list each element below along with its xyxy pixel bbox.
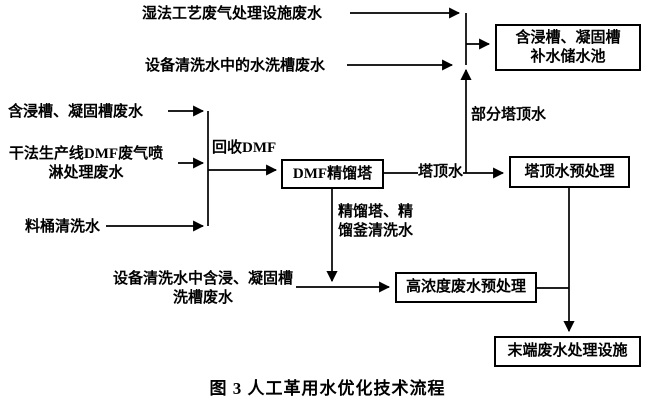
source-wet-process-label: 湿法工艺废气处理设施废水 — [142, 6, 323, 22]
edge-label-tower-water: 塔顶水 — [418, 163, 464, 182]
source-impregnation-label: 含浸槽、凝固槽废水 — [8, 104, 144, 120]
edge-label-recycle-dmf: 回收DMF — [212, 140, 277, 156]
node-tower-water-pretreatment: 塔顶水预处理 — [509, 156, 630, 188]
figure-caption: 图 3 人工革用水优化技术流程 — [209, 379, 446, 398]
node-end-treatment: 末端废水处理设施 — [494, 336, 641, 367]
node-reservoir: 含浸槽、凝固槽 补水储水池 — [495, 24, 641, 71]
node-dmf-tower-label: DMF精馏塔 — [292, 165, 373, 182]
node-tower-water-pretreatment-label: 塔顶水预处理 — [524, 163, 615, 180]
node-end-treatment-label: 末端废水处理设施 — [507, 343, 628, 359]
edge-label-partial-tower-water: 部分塔顶水 — [471, 107, 547, 123]
source-dry-line-dmf-label: 干法生产线DMF废气喷 淋处理废水 — [8, 146, 164, 181]
source-equip-wash-tank-label: 设备清洗水中含浸、凝固槽 洗槽废水 — [112, 271, 293, 306]
source-barrel-wash-label: 料桶清洗水 — [25, 219, 101, 235]
edge-label-distill-wash: 精馏塔、精 馏釜清洗水 — [338, 204, 414, 239]
node-reservoir-label: 含浸槽、凝固槽 补水储水池 — [515, 29, 621, 65]
node-high-concentration-pretreatment-label: 高浓度废水预处理 — [405, 279, 526, 295]
source-equip-wash-label: 设备清洗水中的水洗槽废水 — [145, 58, 326, 74]
node-dmf-tower: DMF精馏塔 — [281, 159, 384, 189]
node-high-concentration-pretreatment: 高浓度废水预处理 — [395, 272, 537, 303]
